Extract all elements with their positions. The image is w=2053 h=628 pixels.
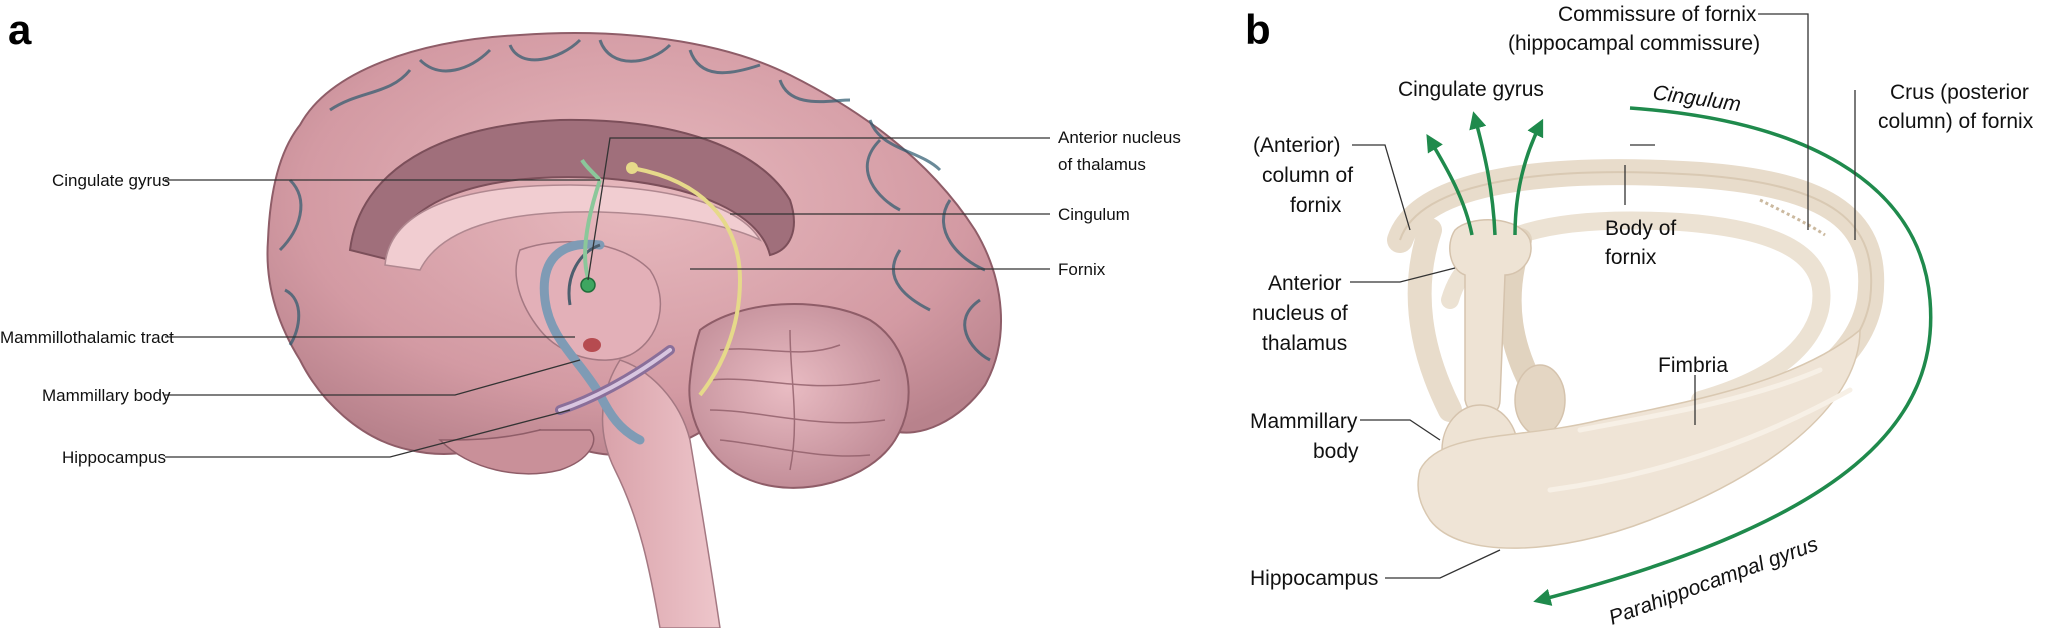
label-b-anterior-column-line2: column of bbox=[1262, 164, 1353, 187]
label-b-crus-line2: column) of fornix bbox=[1878, 110, 2034, 133]
label-b-mammillary-body-line1: Mammillary bbox=[1250, 410, 1358, 433]
label-b-anterior-column-line3: fornix bbox=[1290, 194, 1342, 217]
label-b-commissure-line1: Commissure of fornix bbox=[1558, 3, 1757, 26]
label-b-hippocampus: Hippocampus bbox=[1250, 567, 1378, 590]
panel-b-letter: b bbox=[1245, 6, 1271, 53]
panel-b: b bbox=[1245, 3, 2034, 628]
label-b-cingulate-gyrus: Cingulate gyrus bbox=[1398, 78, 1544, 101]
label-a-mammillary-body: Mammillary body bbox=[42, 386, 171, 405]
label-b-crus-line1: Crus (posterior bbox=[1890, 81, 2029, 104]
label-b-commissure-line2: (hippocampal commissure) bbox=[1508, 32, 1760, 55]
label-b-body-of-fornix-line2: fornix bbox=[1605, 246, 1657, 269]
label-a-fornix: Fornix bbox=[1058, 260, 1106, 279]
label-a-hippocampus: Hippocampus bbox=[62, 448, 166, 467]
label-a-cingulum: Cingulum bbox=[1058, 205, 1130, 224]
label-a-cingulate-gyrus: Cingulate gyrus bbox=[52, 171, 170, 190]
panel-a-leaders bbox=[165, 137, 1050, 458]
label-a-anterior-nucleus-line2: of thalamus bbox=[1058, 155, 1146, 174]
label-a-anterior-nucleus-line1: Anterior nucleus bbox=[1058, 128, 1181, 147]
fornix-schematic bbox=[1387, 106, 1933, 606]
label-b-fimbria: Fimbria bbox=[1658, 354, 1728, 377]
label-b-anterior-nucleus-line2: nucleus of bbox=[1252, 302, 1348, 325]
panel-a: a bbox=[0, 6, 1181, 628]
label-b-anterior-column-line1: (Anterior) bbox=[1253, 134, 1341, 157]
label-b-parahippocampal-gyrus: Parahippocampal gyrus bbox=[1606, 532, 1822, 628]
label-b-anterior-nucleus-line3: thalamus bbox=[1262, 332, 1347, 355]
panel-b-leaders bbox=[1350, 13, 1856, 579]
brain-sagittal-illustration bbox=[266, 32, 1003, 628]
label-b-anterior-nucleus-line1: Anterior bbox=[1268, 272, 1342, 295]
panel-a-letter: a bbox=[8, 6, 32, 53]
label-a-mammillothalamic-tract: Mammillothalamic tract bbox=[0, 328, 174, 347]
label-b-mammillary-body-line2: body bbox=[1313, 440, 1359, 463]
label-b-body-of-fornix-line1: Body of bbox=[1605, 217, 1676, 240]
